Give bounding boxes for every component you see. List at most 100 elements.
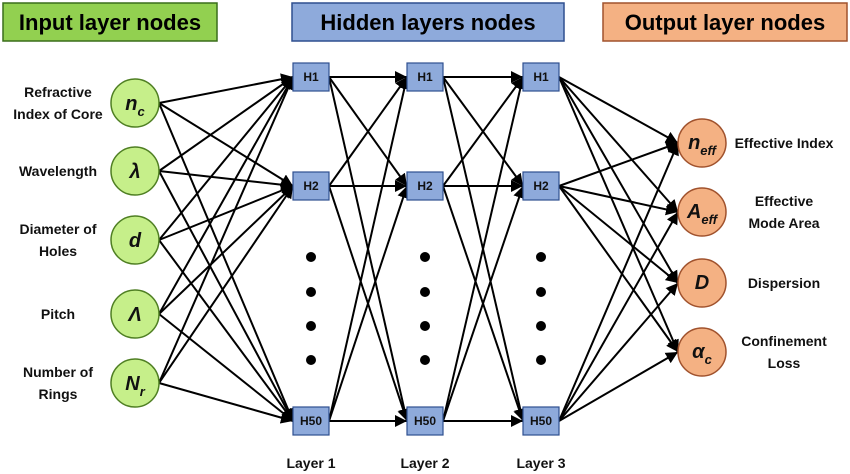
output-node-label: Mode Area [748, 215, 819, 231]
input-node-label: Holes [39, 243, 77, 259]
hidden-node [406, 171, 444, 201]
input-node: λ Wavelength [19, 146, 160, 196]
connection-arrow [442, 76, 527, 422]
input-node-symbol: λ [128, 161, 140, 183]
input-node-label: Index of Core [13, 106, 103, 122]
ellipsis-dot [420, 252, 430, 262]
input-node-subscript: r [140, 384, 146, 399]
connection-arrow [558, 185, 679, 216]
input-node-symbol: d [129, 230, 142, 252]
connection-arrow [328, 76, 411, 422]
input-node-subscript: c [137, 104, 145, 119]
output-node-label: Effective Index [735, 135, 834, 151]
output-header: Output layer nodes [602, 2, 848, 42]
connection-arrow [158, 76, 294, 241]
input-node-label: Number of [23, 364, 93, 380]
output-node-label: Confinement [741, 333, 827, 349]
ellipsis-dot [306, 355, 316, 365]
ellipsis-dot [536, 287, 546, 297]
input-node-circle [110, 358, 160, 408]
hidden-node [292, 171, 330, 201]
connection-edges [158, 71, 679, 427]
connection-arrow [328, 76, 408, 187]
ellipsis-dot [306, 252, 316, 262]
ellipsis-dot [420, 355, 430, 365]
connection-arrow [158, 102, 294, 422]
output-node-circle [677, 118, 727, 168]
output-node-subscript: eff [700, 143, 717, 158]
input-node-circle [110, 78, 160, 128]
output-node-symbol: D [695, 272, 709, 294]
hidden-node-label: H1 [303, 70, 319, 84]
input-node-label: Wavelength [19, 163, 97, 179]
connection-arrow [558, 185, 679, 284]
connection-arrow [558, 141, 679, 187]
output-node-subscript: eff [701, 212, 718, 227]
hidden-node [406, 406, 444, 436]
ellipsis-dot [306, 287, 316, 297]
connection-arrow [158, 382, 294, 424]
layer-label: Layer 2 [400, 455, 449, 471]
connection-arrow [442, 76, 524, 187]
input-node-circle [110, 215, 160, 265]
connection-arrow [158, 76, 294, 384]
ellipsis-dot [420, 321, 430, 331]
ellipsis-dot [306, 321, 316, 331]
connection-arrow [158, 73, 294, 104]
output-node-label: Dispersion [748, 275, 820, 291]
connection-arrow [158, 170, 294, 191]
layer-label: Layer 3 [516, 455, 565, 471]
input-node-symbol: Λ [127, 304, 141, 326]
connection-arrow [158, 185, 294, 315]
hidden-node [522, 62, 560, 92]
output-node-symbol: Aeff [686, 201, 719, 227]
hidden-node [292, 62, 330, 92]
hidden-node-label: H1 [533, 70, 549, 84]
input-header-label: Input layer nodes [19, 10, 201, 35]
input-node-label: Diameter of [19, 221, 96, 237]
connection-arrow [558, 142, 679, 422]
hidden-node-label: H2 [533, 179, 549, 193]
connection-arrow [558, 351, 679, 422]
hidden-node [292, 406, 330, 436]
hidden-node-label: H50 [300, 414, 322, 428]
output-node: D Dispersion [677, 258, 820, 308]
hidden-node-label: H2 [417, 179, 433, 193]
connection-arrow [442, 185, 525, 422]
connection-arrow [158, 185, 294, 384]
output-header-label: Output layer nodes [625, 10, 825, 35]
output-node-subscript: c [705, 352, 713, 367]
hidden-node-label: H2 [303, 179, 319, 193]
output-node-circle [677, 258, 727, 308]
connection-arrow [158, 102, 294, 187]
connection-arrow [558, 282, 679, 422]
output-node-label: Effective [755, 193, 814, 209]
connection-arrow [558, 76, 679, 353]
connection-arrow [558, 211, 679, 422]
hidden-header-label: Hidden layers nodes [320, 10, 535, 35]
connection-arrow [558, 76, 679, 213]
connection-arrow [558, 185, 679, 353]
output-node-circle [677, 327, 727, 377]
ellipsis-dot [536, 321, 546, 331]
input-node-circle [110, 289, 160, 339]
ellipsis-dot [536, 252, 546, 262]
hidden-node-label: H50 [530, 414, 552, 428]
connection-arrow [158, 184, 294, 241]
hidden-node-label: H50 [414, 414, 436, 428]
connection-arrow [558, 76, 679, 144]
layer-label: Layer 1 [286, 455, 335, 471]
hidden-node [406, 62, 444, 92]
input-header: Input layer nodes [2, 2, 218, 42]
